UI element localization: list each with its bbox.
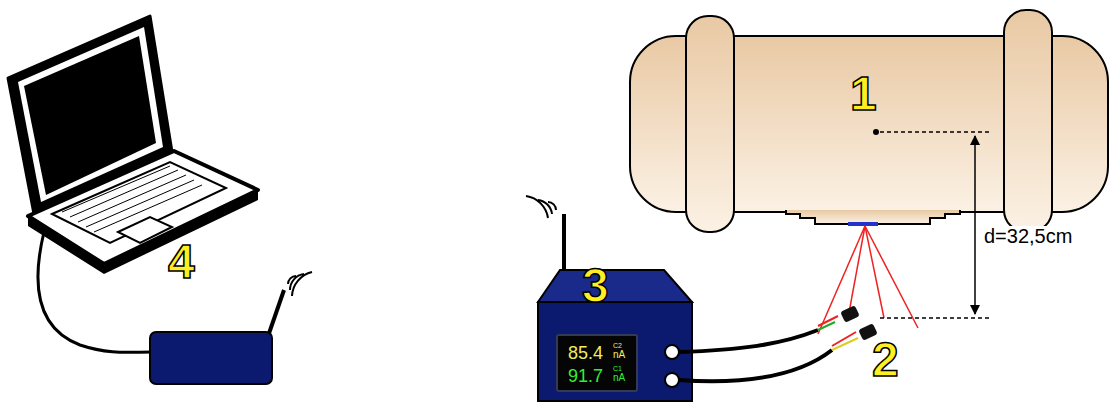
display-screen: 85.4C2nA91.7C1nA: [556, 334, 638, 392]
dimension-arrow: [974, 136, 976, 314]
reading-value: 85.4: [568, 344, 603, 362]
sensor-cable: [679, 330, 818, 352]
laptop: [8, 16, 258, 274]
dimension-line: [880, 317, 992, 319]
sensor-cable: [679, 350, 832, 381]
chamber: [630, 10, 1108, 232]
reading-value: 91.7: [568, 367, 603, 385]
channel-label: C2: [613, 342, 622, 349]
wireless-dongle: [150, 272, 312, 384]
sensor: [818, 305, 878, 350]
readout-device: [526, 196, 692, 401]
callout-number: 2: [872, 336, 899, 384]
callout-number: 3: [582, 262, 609, 310]
channel-label: C1: [613, 365, 622, 372]
callout-number: 4: [168, 238, 195, 286]
unit-label: nA: [613, 373, 625, 383]
usb-cable: [38, 232, 152, 352]
dimension-label: d=32,5cm: [982, 226, 1074, 246]
callout-number: 1: [850, 70, 877, 118]
unit-label: nA: [613, 350, 625, 360]
